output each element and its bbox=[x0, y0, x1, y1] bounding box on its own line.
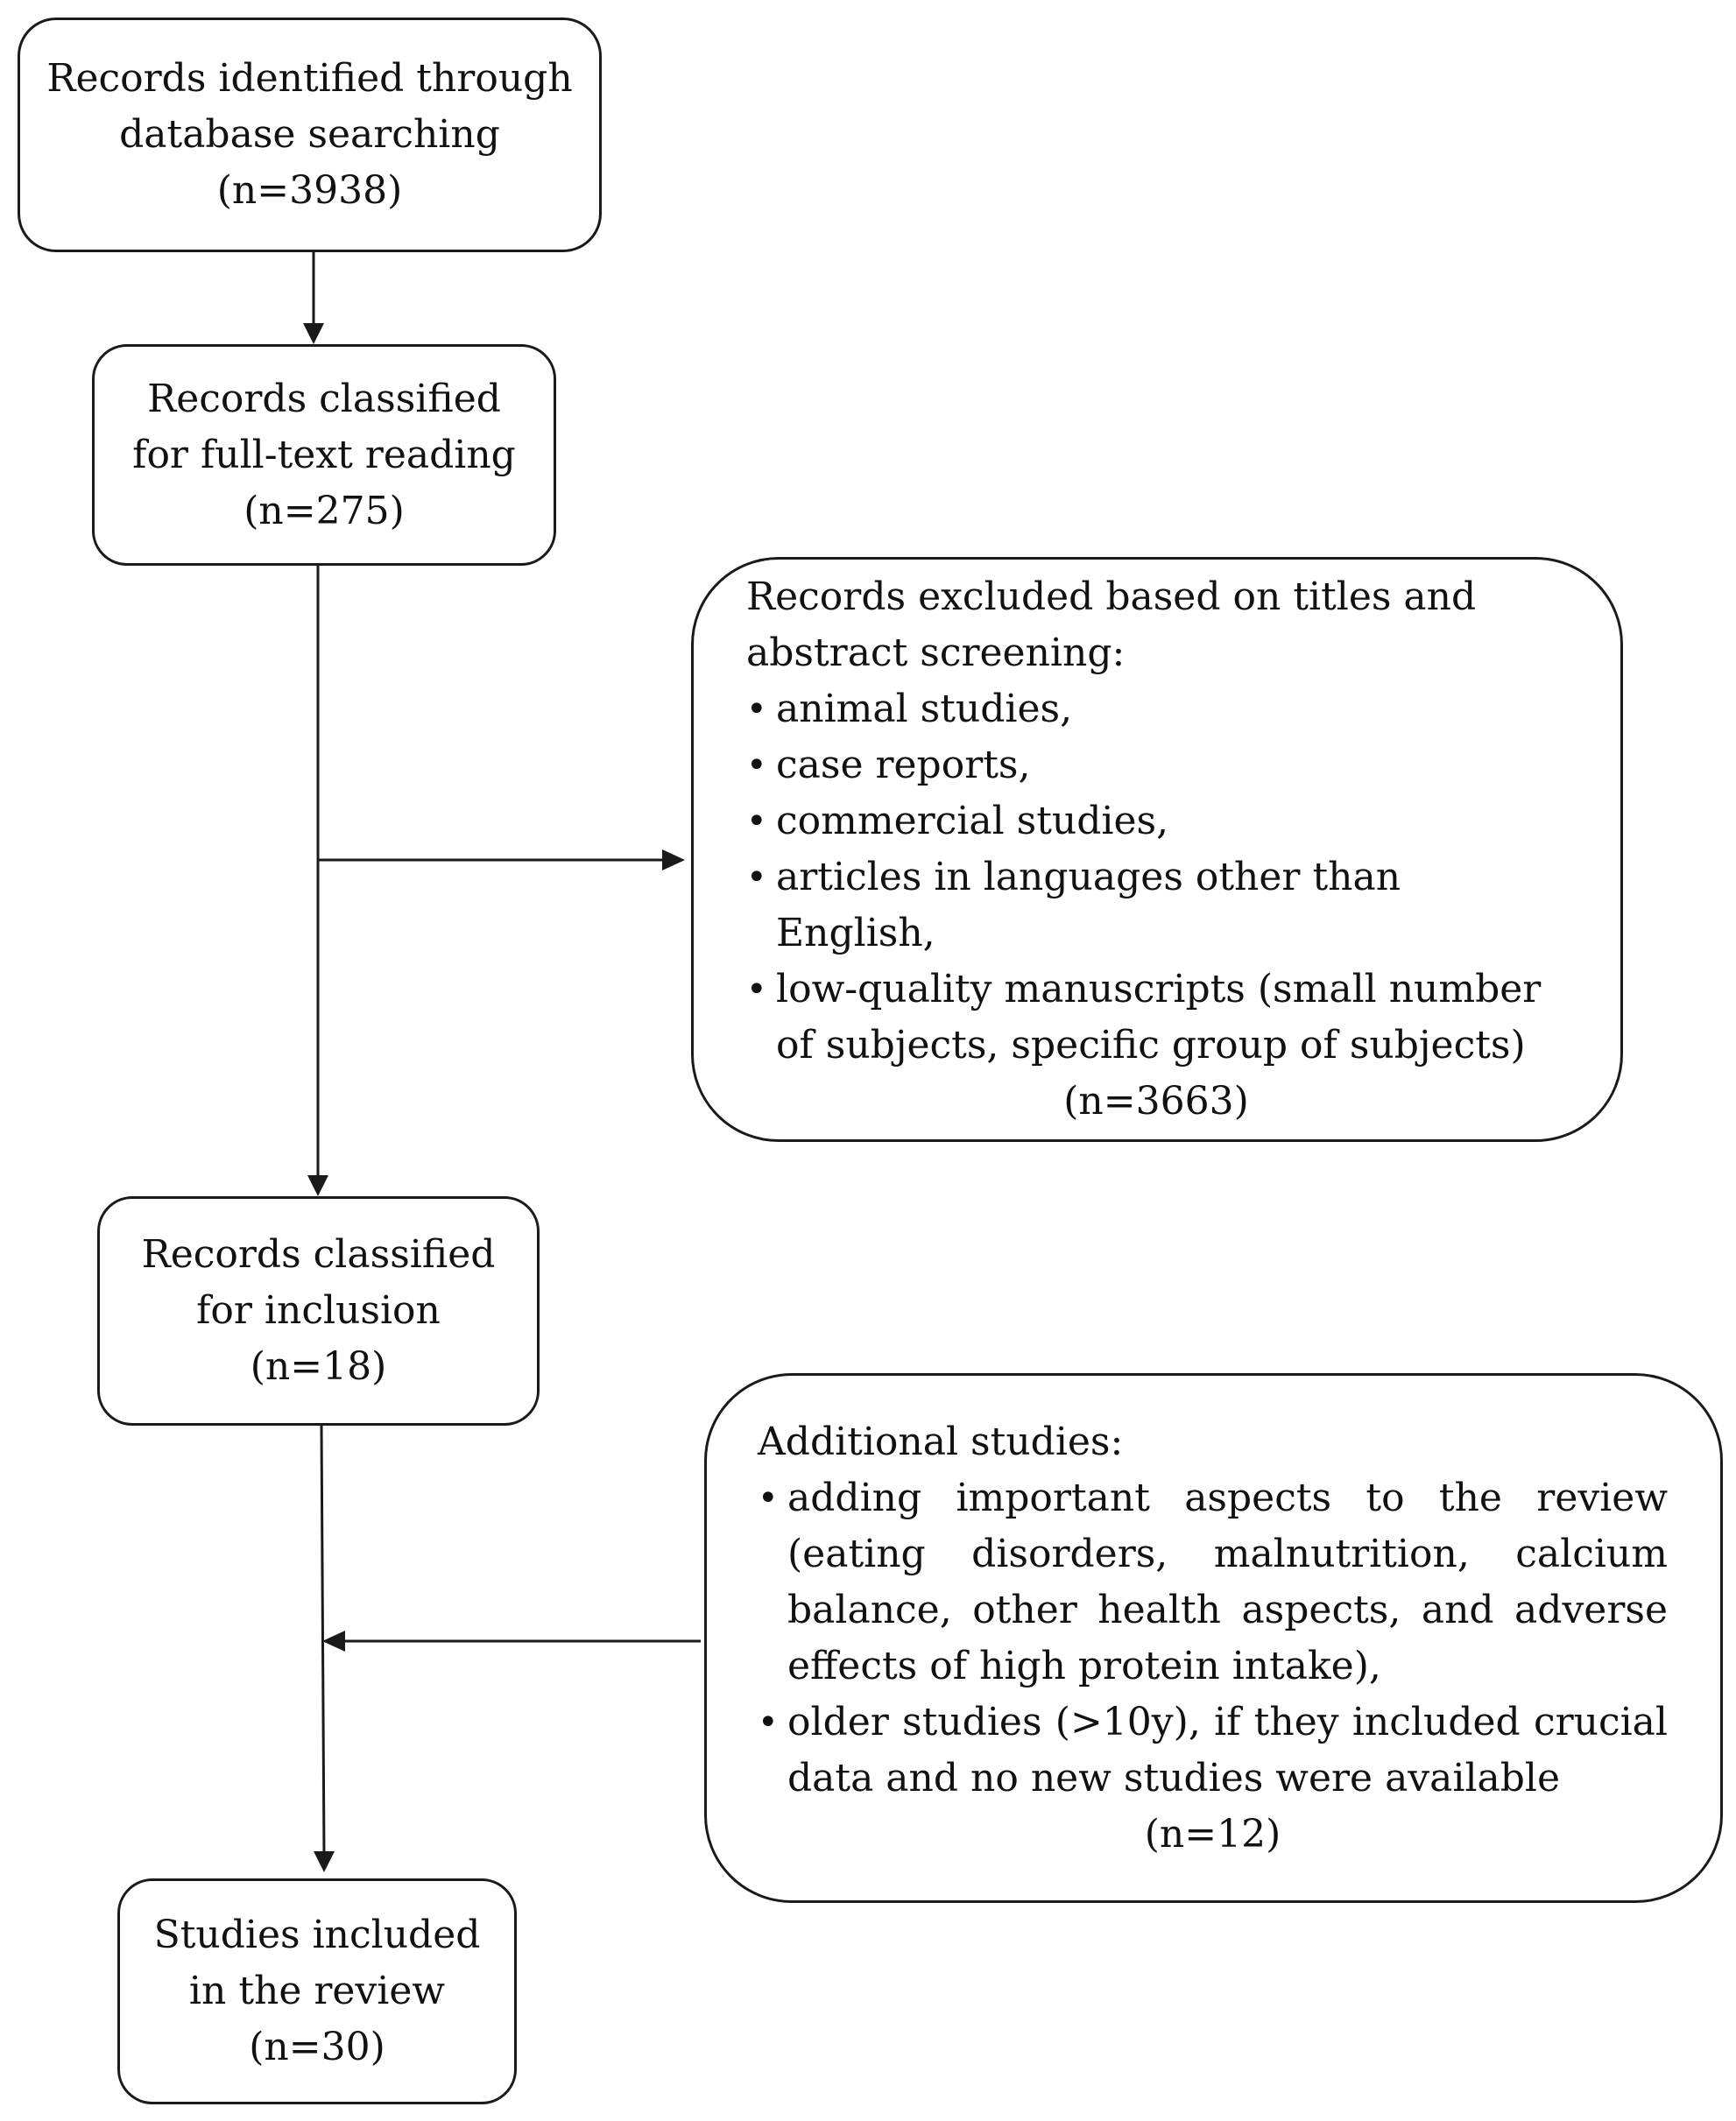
node-included-line-2: in the review bbox=[188, 1969, 446, 2013]
additional-count: (n=12) bbox=[1144, 1811, 1281, 1857]
node-included-count: (n=30) bbox=[249, 2025, 385, 2069]
node-records-excluded: Records excluded based on titles and abs… bbox=[691, 557, 1623, 1142]
additional-item: adding important aspects to the review (… bbox=[758, 1470, 1668, 1695]
node-records-identified-line-2: database searching bbox=[119, 112, 500, 157]
excluded-criteria-list: animal studies, case reports, commercial… bbox=[746, 681, 1566, 1074]
node-inclusion-line-1: Records classified bbox=[141, 1232, 496, 1277]
excluded-count: (n=3663) bbox=[1063, 1079, 1249, 1124]
node-records-identified-line-1: Records identified through bbox=[46, 56, 573, 101]
node-fulltext-count: (n=275) bbox=[243, 488, 405, 533]
excluded-item: low-quality manuscripts (small number of… bbox=[746, 962, 1566, 1074]
additional-criteria-list: adding important aspects to the review (… bbox=[758, 1470, 1668, 1807]
node-included-line-1: Studies included bbox=[153, 1913, 481, 1957]
additional-heading: Additional studies: bbox=[758, 1419, 1124, 1464]
arrowhead-fulltext-to-inclusion bbox=[307, 1175, 328, 1196]
node-inclusion-line-2: for inclusion bbox=[196, 1288, 441, 1333]
excluded-item: case reports, bbox=[746, 737, 1566, 793]
arrowhead-inclusion-to-included bbox=[314, 1851, 335, 1872]
node-fulltext-reading: Records classified for full-text reading… bbox=[92, 344, 556, 566]
arrowhead-identified-to-fulltext bbox=[303, 323, 324, 344]
node-classified-inclusion: Records classified for inclusion (n=18) bbox=[97, 1196, 540, 1426]
node-records-identified-count: (n=3938) bbox=[216, 168, 403, 213]
excluded-heading: Records excluded based on titles and abs… bbox=[746, 574, 1477, 675]
arrowhead-branch-to-excluded bbox=[662, 849, 685, 870]
node-fulltext-line-1: Records classified bbox=[147, 376, 501, 421]
node-studies-included: Studies included in the review (n=30) bbox=[117, 1878, 517, 2104]
additional-item: older studies (>10y), if they included c… bbox=[758, 1695, 1668, 1807]
excluded-item: articles in languages other than English… bbox=[746, 849, 1566, 962]
arrowhead-additional-to-main bbox=[322, 1631, 345, 1652]
node-records-identified: Records identified through database sear… bbox=[18, 18, 602, 252]
node-additional-studies: Additional studies: adding important asp… bbox=[704, 1373, 1723, 1903]
node-fulltext-line-2: for full-text reading bbox=[132, 432, 516, 477]
excluded-item: animal studies, bbox=[746, 681, 1566, 737]
excluded-item: commercial studies, bbox=[746, 793, 1566, 849]
node-inclusion-count: (n=18) bbox=[250, 1344, 387, 1389]
